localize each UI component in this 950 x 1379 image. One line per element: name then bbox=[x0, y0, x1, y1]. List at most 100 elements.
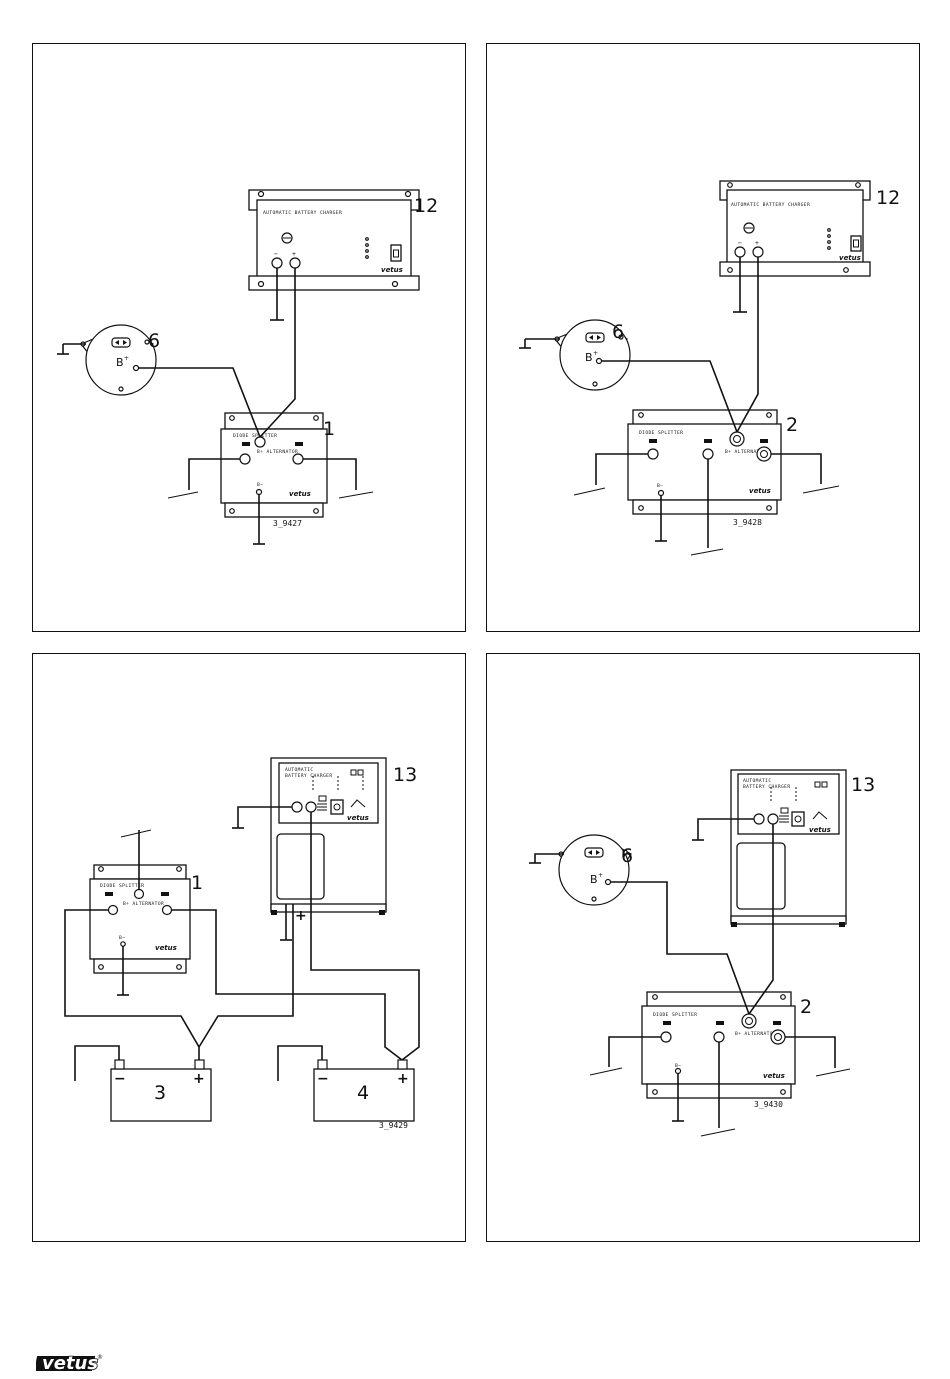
alternator-6: B + bbox=[558, 834, 632, 906]
svg-text:vetus: vetus bbox=[839, 254, 861, 262]
svg-text:−: − bbox=[317, 1071, 329, 1087]
svg-text:+: + bbox=[598, 872, 603, 879]
svg-text:B−: B− bbox=[675, 1063, 681, 1069]
splitter-center-terminal bbox=[254, 436, 266, 448]
ref-number-3: 3 bbox=[154, 1082, 166, 1104]
wire-charger-to-splitter bbox=[748, 824, 774, 1015]
splitter-title: DIODE SPLITTER bbox=[233, 433, 277, 439]
svg-text:B: B bbox=[590, 873, 598, 886]
battery-charger-12: AUTOMATIC BATTERY CHARGER − + vetus bbox=[719, 180, 871, 277]
wire-splitter-left-battery bbox=[188, 458, 240, 490]
alternator-6: B + bbox=[554, 319, 631, 391]
charger-terminal-2 bbox=[305, 801, 317, 813]
wire-splitter-right-battery bbox=[303, 458, 357, 490]
diagram-panel-bottom-right: AUTOMATIC BATTERY CHARGER vetus 13 B bbox=[486, 653, 920, 1242]
registered-mark: ® bbox=[97, 1354, 103, 1361]
wire-charger-to-splitter bbox=[736, 257, 759, 433]
splitter-right-terminal bbox=[292, 453, 304, 465]
ref-number-1: 1 bbox=[323, 418, 335, 440]
battery-charger-13: AUTOMATIC BATTERY CHARGER vetus bbox=[270, 757, 387, 915]
splitter-center-label: B+ ALTERNATOR bbox=[257, 449, 298, 455]
wire-splitter-left-battery-3 bbox=[64, 909, 200, 1060]
svg-text:+: + bbox=[124, 355, 129, 362]
alternator-terminal-label: B bbox=[116, 356, 124, 369]
svg-text:B+ ALTERNATOR: B+ ALTERNATOR bbox=[725, 449, 766, 455]
drawing-number: 3_9428 bbox=[733, 518, 762, 527]
svg-text:BATTERY CHARGER: BATTERY CHARGER bbox=[285, 773, 333, 779]
wiring-diagram-tr: AUTOMATIC BATTERY CHARGER − + vetus 12 B… bbox=[519, 180, 900, 556]
alternator-b-plus-terminal bbox=[595, 357, 603, 365]
splitter-center-terminal bbox=[741, 1013, 757, 1029]
svg-text:DIODE SPLITTER: DIODE SPLITTER bbox=[100, 883, 144, 889]
diode-splitter-2: DIODE SPLITTER B+ ALTERNATOR B− vetus bbox=[627, 409, 782, 515]
ref-number-2: 2 bbox=[800, 996, 812, 1018]
ref-number-12: 12 bbox=[876, 187, 900, 209]
diode-splitter-1: DIODE SPLITTER B+ ALTERNATOR B− vetus bbox=[89, 864, 191, 974]
splitter-center-terminal bbox=[729, 431, 745, 447]
wire-charger-battery-4 bbox=[310, 812, 420, 1061]
charger-plus-terminal bbox=[752, 246, 764, 258]
wiring-diagram-br: AUTOMATIC BATTERY CHARGER vetus 13 B bbox=[529, 769, 875, 1137]
diagram-panel-bottom-left: AUTOMATIC BATTERY CHARGER vetus 1 3 bbox=[32, 653, 466, 1242]
diode-splitter-1: DIODE SPLITTER B+ ALTERNATOR B− vetus bbox=[220, 412, 328, 518]
splitter-middle-terminal bbox=[713, 1031, 725, 1043]
charger-plus-terminal bbox=[289, 257, 301, 269]
svg-text:DIODE SPLITTER: DIODE SPLITTER bbox=[639, 430, 683, 436]
svg-text:vetus: vetus bbox=[749, 487, 771, 495]
battery-charger-12: AUTOMATIC BATTERY CHARGER − + vetus bbox=[248, 189, 420, 291]
svg-text:B−: B− bbox=[119, 935, 125, 941]
ref-number-1: 1 bbox=[191, 872, 203, 894]
svg-text:B−: B− bbox=[657, 483, 663, 489]
splitter-brand: vetus bbox=[289, 490, 311, 498]
svg-text:+: + bbox=[593, 350, 598, 357]
svg-text:−: − bbox=[738, 239, 742, 247]
charger-terminal-1 bbox=[291, 801, 303, 813]
svg-text:+: + bbox=[755, 239, 759, 247]
splitter-left-terminal bbox=[107, 904, 119, 916]
svg-text:+: + bbox=[397, 1071, 409, 1087]
ref-number-12: 12 bbox=[414, 195, 438, 217]
wire-alternator-to-splitter bbox=[610, 881, 750, 1015]
charger-terminal-2 bbox=[767, 813, 779, 825]
drawing-number: 3_9430 bbox=[754, 1100, 783, 1109]
wire-alternator-to-splitter bbox=[602, 360, 738, 433]
wiring-diagram-bl: AUTOMATIC BATTERY CHARGER vetus 1 3 bbox=[64, 757, 420, 1130]
splitter-right-terminal bbox=[770, 1029, 786, 1045]
splitter-ground-label: B− bbox=[257, 482, 263, 488]
wiring-diagram-tl: AUTOMATIC BATTERY CHARGER − + vetus 12 B… bbox=[57, 189, 438, 545]
svg-text:AUTOMATIC: AUTOMATIC bbox=[743, 778, 772, 784]
charger-plus-label: + bbox=[292, 250, 296, 258]
wire-charger-to-splitter bbox=[259, 268, 296, 438]
svg-text:vetus: vetus bbox=[155, 944, 177, 952]
splitter-left-terminal bbox=[647, 448, 659, 460]
charger-terminal-1 bbox=[753, 813, 765, 825]
splitter-left-terminal bbox=[239, 453, 251, 465]
diagram-panel-top-right: AUTOMATIC BATTERY CHARGER − + vetus 12 B… bbox=[486, 43, 920, 632]
ref-number-6: 6 bbox=[612, 321, 624, 343]
svg-text:AUTOMATIC: AUTOMATIC bbox=[285, 767, 314, 773]
svg-text:BATTERY CHARGER: BATTERY CHARGER bbox=[743, 784, 791, 790]
svg-text:−: − bbox=[114, 1071, 126, 1087]
svg-text:B+ ALTERNATOR: B+ ALTERNATOR bbox=[735, 1031, 776, 1037]
wire-splitter-right-battery bbox=[785, 1036, 836, 1068]
wire-splitter-left-battery bbox=[608, 1036, 661, 1067]
charger-title: AUTOMATIC BATTERY CHARGER bbox=[263, 210, 342, 216]
splitter-right-terminal bbox=[161, 904, 173, 916]
battery-3: − + 3 bbox=[110, 1059, 212, 1122]
charger-minus-terminal bbox=[734, 246, 746, 258]
svg-text:B: B bbox=[585, 351, 593, 364]
splitter-right-terminal bbox=[756, 446, 772, 462]
splitter-center-terminal bbox=[133, 888, 145, 900]
charger-title: AUTOMATIC BATTERY CHARGER bbox=[731, 202, 810, 208]
svg-text:+: + bbox=[295, 908, 307, 924]
svg-text:vetus: vetus bbox=[347, 814, 369, 822]
alternator-b-plus-terminal bbox=[604, 878, 612, 886]
charger-brand: vetus bbox=[381, 266, 403, 274]
charger-minus-label: − bbox=[274, 250, 278, 258]
charger-minus-terminal bbox=[271, 257, 283, 269]
diagram-panel-top-left: AUTOMATIC BATTERY CHARGER − + vetus 12 B… bbox=[32, 43, 466, 632]
ref-number-6: 6 bbox=[148, 330, 160, 352]
alternator-6: B + bbox=[80, 324, 157, 396]
wire-splitter-right-battery bbox=[771, 453, 822, 484]
battery-4: − + 4 bbox=[313, 1059, 415, 1122]
